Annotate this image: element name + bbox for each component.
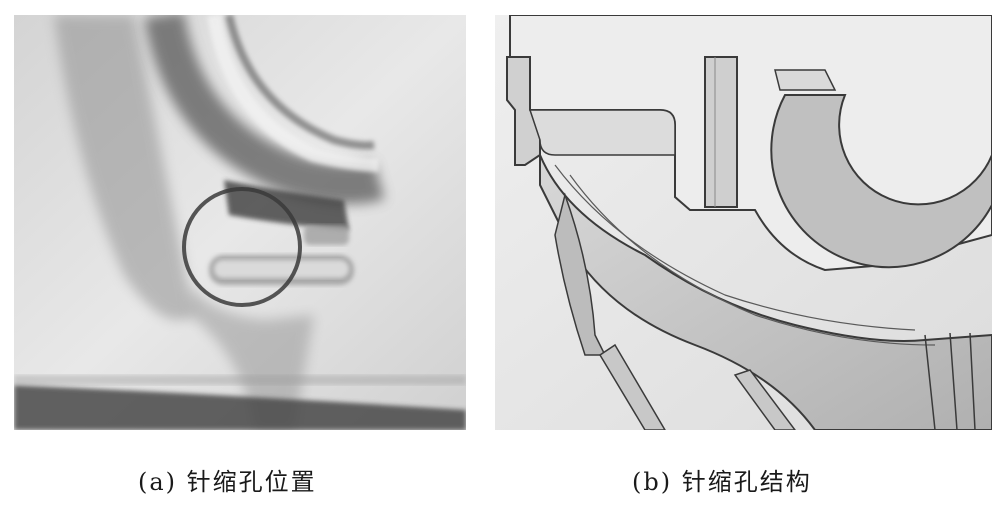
- cad-ribs: [924, 332, 976, 430]
- photo-arc-highlight: [207, 15, 380, 172]
- caption-panel-a: (a) 针缩孔位置: [138, 468, 317, 496]
- cad-ring-top: [774, 69, 837, 91]
- cad-pinhole-structure: [495, 15, 992, 430]
- cad-image: [495, 15, 992, 430]
- photo-arc-edge: [225, 15, 375, 150]
- photo-circle-marker: [182, 187, 302, 307]
- cad-contour-1: [554, 164, 916, 331]
- cad-ledge: [528, 109, 676, 156]
- cad-half-ring: [770, 94, 992, 269]
- photo-bar-upper: [304, 225, 349, 245]
- photo-bottom-shade: [14, 375, 466, 385]
- cad-leg-right: [733, 369, 796, 430]
- photo-dark-block: [224, 180, 349, 230]
- caption-panel-b: (b) 针缩孔结构: [632, 468, 812, 496]
- cad-contour-2: [569, 174, 936, 346]
- photo-bottom-band: [14, 385, 466, 430]
- photo-dark-arc: [144, 15, 385, 204]
- cad-left-step: [506, 56, 541, 166]
- photo-shadow-left: [54, 15, 194, 320]
- cad-leg-left: [598, 343, 666, 430]
- photo-image: [14, 15, 466, 430]
- photo-bar-highlight: [214, 260, 349, 278]
- cad-pin: [704, 56, 738, 208]
- cad-curved-body: [539, 154, 992, 430]
- photo-pinhole-location: [14, 15, 466, 430]
- photo-shadow-lower: [189, 285, 314, 430]
